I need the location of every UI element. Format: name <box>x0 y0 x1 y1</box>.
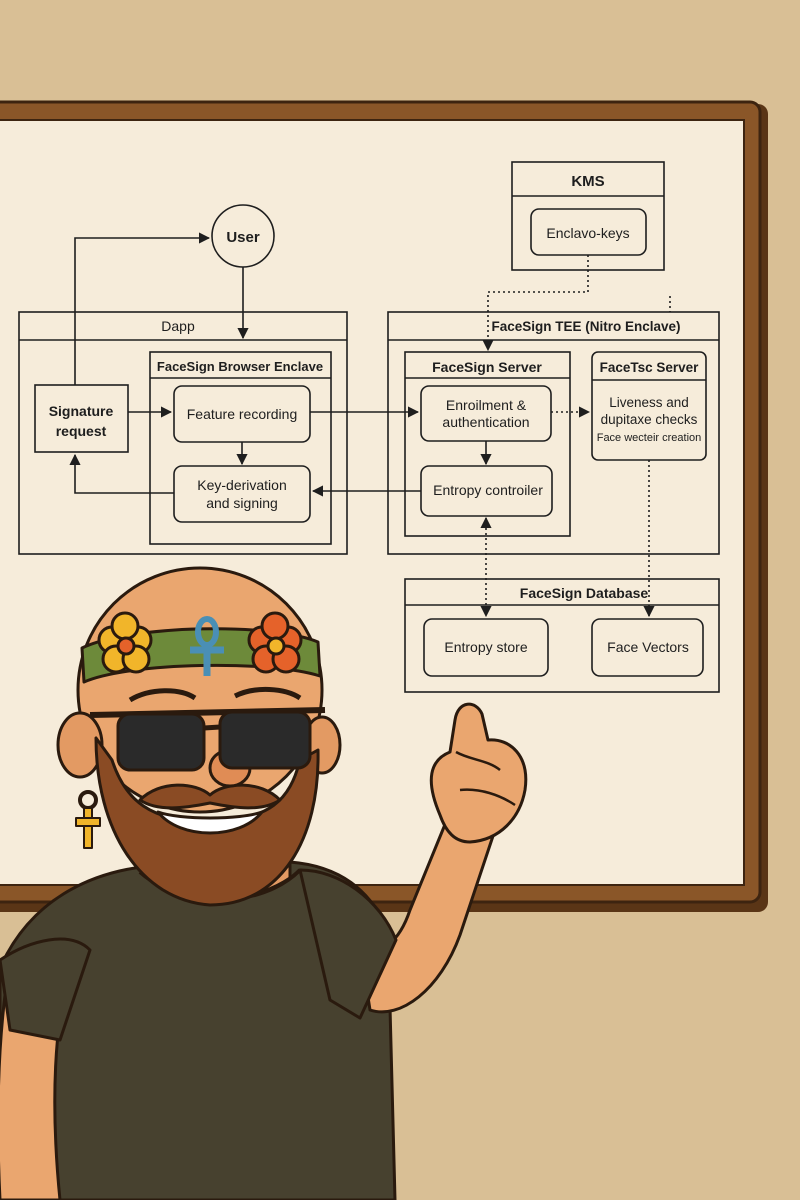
liveness-line2: dupitaxe checks <box>601 412 698 427</box>
entropy-controller-label: Entropy controiler <box>433 482 543 498</box>
dapp-label: Dapp <box>161 318 195 334</box>
tee-label: FaceSign TEE (Nitro Enclave) <box>491 319 680 334</box>
browser-enclave-label: FaceSign Browser Enclave <box>157 359 323 374</box>
signature-request-line1: Signature <box>49 403 114 419</box>
enrollment-line1: Enroilment & <box>446 397 527 413</box>
key-derivation-line2: and signing <box>206 495 278 511</box>
enrollment-line2: authentication <box>442 414 529 430</box>
key-derivation-line1: Key-derivation <box>197 477 287 493</box>
key-derivation-box <box>174 466 310 522</box>
facetsc-server-label: FaceTsc Server <box>600 360 700 375</box>
face-vectors-label: Face Vectors <box>607 639 689 655</box>
kms-label: KMS <box>571 173 604 190</box>
liveness-line1: Liveness and <box>609 395 689 410</box>
facesign-server-label: FaceSign Server <box>432 359 542 375</box>
signature-request-line2: request <box>56 423 107 439</box>
entropy-store-label: Entropy store <box>444 639 527 655</box>
database-label: FaceSign Database <box>520 585 649 601</box>
liveness-line3: Face wecteir creation <box>597 432 702 444</box>
enclavo-keys-label: Enclavo-keys <box>546 225 629 241</box>
feature-recording-label: Feature recording <box>187 406 298 422</box>
user-label: User <box>226 229 260 246</box>
